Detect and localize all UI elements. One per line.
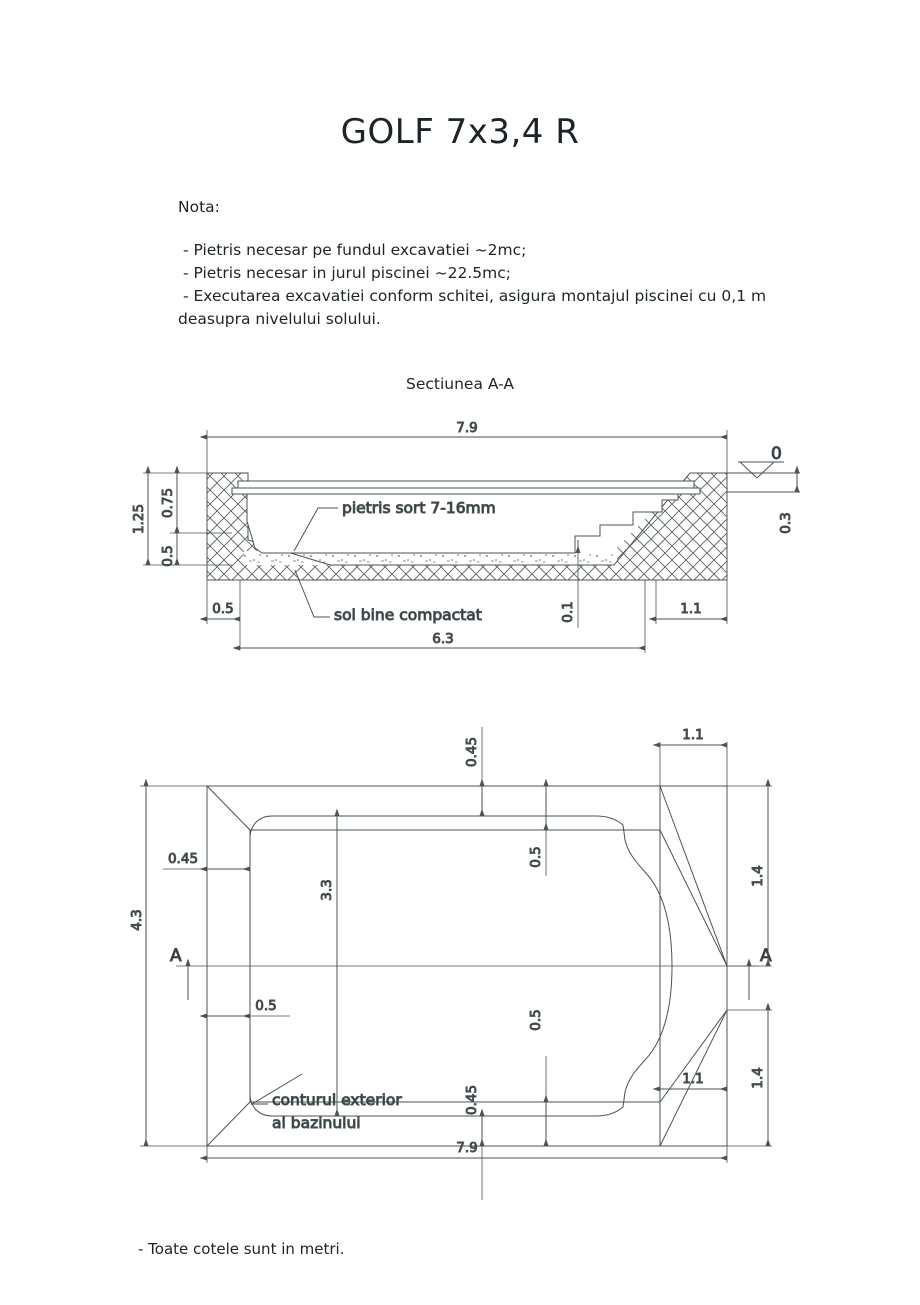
dim-section-right-offset: 1.1 [680, 601, 701, 617]
note-item-2: - Pietris necesar in jurul piscinei ~22.… [178, 264, 511, 282]
pool-coping-edge [231, 487, 701, 495]
annotation-pool-contour-line2: al bazinului [272, 1114, 361, 1132]
annotation-pool-contour-line1: conturul exterior [272, 1091, 402, 1109]
datum-level-label: 0 [771, 444, 782, 464]
excavation-profile [207, 472, 727, 566]
dim-plan-left-gap-inner: 0.5 [255, 998, 276, 1014]
dim-section-gravel-bed: 0.1 [560, 601, 576, 622]
leader-pool-contour [250, 1073, 303, 1105]
dim-plan-depth-top: 1.4 [750, 865, 766, 886]
dim-plan-bottom-gap: 0.45 [464, 1085, 480, 1115]
notes-block: Nota: - Pietris necesar pe fundul excava… [178, 196, 818, 331]
annotation-soil: sol bine compactat [334, 606, 482, 624]
dim-plan-depth-bottom: 1.4 [750, 1067, 766, 1088]
plan-slope-top-right [659, 785, 728, 967]
pool-step-lines [574, 500, 663, 553]
gravel-bed [244, 551, 617, 565]
pool-plan-outline [249, 815, 673, 1117]
section-view-group: 7.9 1.25 0.75 0.5 0.5 [131, 420, 800, 653]
page-title: GOLF 7x3,4 R [340, 112, 580, 152]
units-note: - Toate cotele sunt in metri. [138, 1240, 345, 1258]
note-item-3: - Executarea excavatiei conform schitei,… [178, 287, 772, 328]
backfill-hatch-bottom [228, 565, 700, 580]
dim-plan-overall-length: 7.9 [456, 1140, 477, 1156]
notes-heading: Nota: [178, 198, 220, 216]
dim-plan-slope-top: 1.1 [682, 727, 703, 743]
dim-plan-left-gap: 0.45 [168, 851, 198, 867]
note-item-1: - Pietris necesar pe fundul excavatiei ~… [178, 241, 527, 259]
backfill-hatch-right [603, 473, 727, 580]
leader-gravel [293, 507, 338, 552]
dim-section-left-offset: 0.5 [212, 601, 233, 617]
dim-plan-pool-width: 3.3 [319, 879, 335, 900]
dim-plan-slope-bottom: 1.1 [682, 1071, 703, 1087]
dim-plan-top-gap-inner: 0.5 [528, 846, 544, 867]
excavation-outline [206, 473, 728, 580]
dim-plan-bottom-gap-inner: 0.5 [528, 1009, 544, 1030]
pool-coping [237, 480, 695, 489]
dim-section-lower-depth: 0.5 [160, 545, 176, 566]
section-view-label: Sectiunea A-A [405, 375, 514, 393]
leader-soil [294, 569, 330, 618]
annotation-gravel: pietris sort 7-16mm [342, 499, 496, 517]
plan-view-group: 4.3 0.45 0.5 A A 3.3 [129, 727, 773, 1200]
pool-step-treads [575, 499, 678, 537]
dim-plan-top-gap: 0.45 [464, 737, 480, 767]
dim-section-bottom-width: 6.3 [432, 631, 453, 647]
plan-corner-slope-bottom-left [206, 1101, 251, 1147]
dim-section-upper-depth: 0.75 [160, 488, 176, 518]
datum-level-triangle-icon [738, 461, 776, 479]
dim-plan-overall-width: 4.3 [129, 909, 145, 930]
section-mark-right: A [760, 946, 772, 966]
backfill-left-slope-fill [207, 473, 335, 580]
plan-corner-slope-top-left [206, 785, 251, 831]
dim-section-above-ground: 0.3 [778, 512, 794, 533]
section-mark-left: A [170, 946, 182, 966]
dim-section-total-depth: 1.25 [131, 504, 147, 534]
dim-section-top-width: 7.9 [456, 420, 477, 436]
